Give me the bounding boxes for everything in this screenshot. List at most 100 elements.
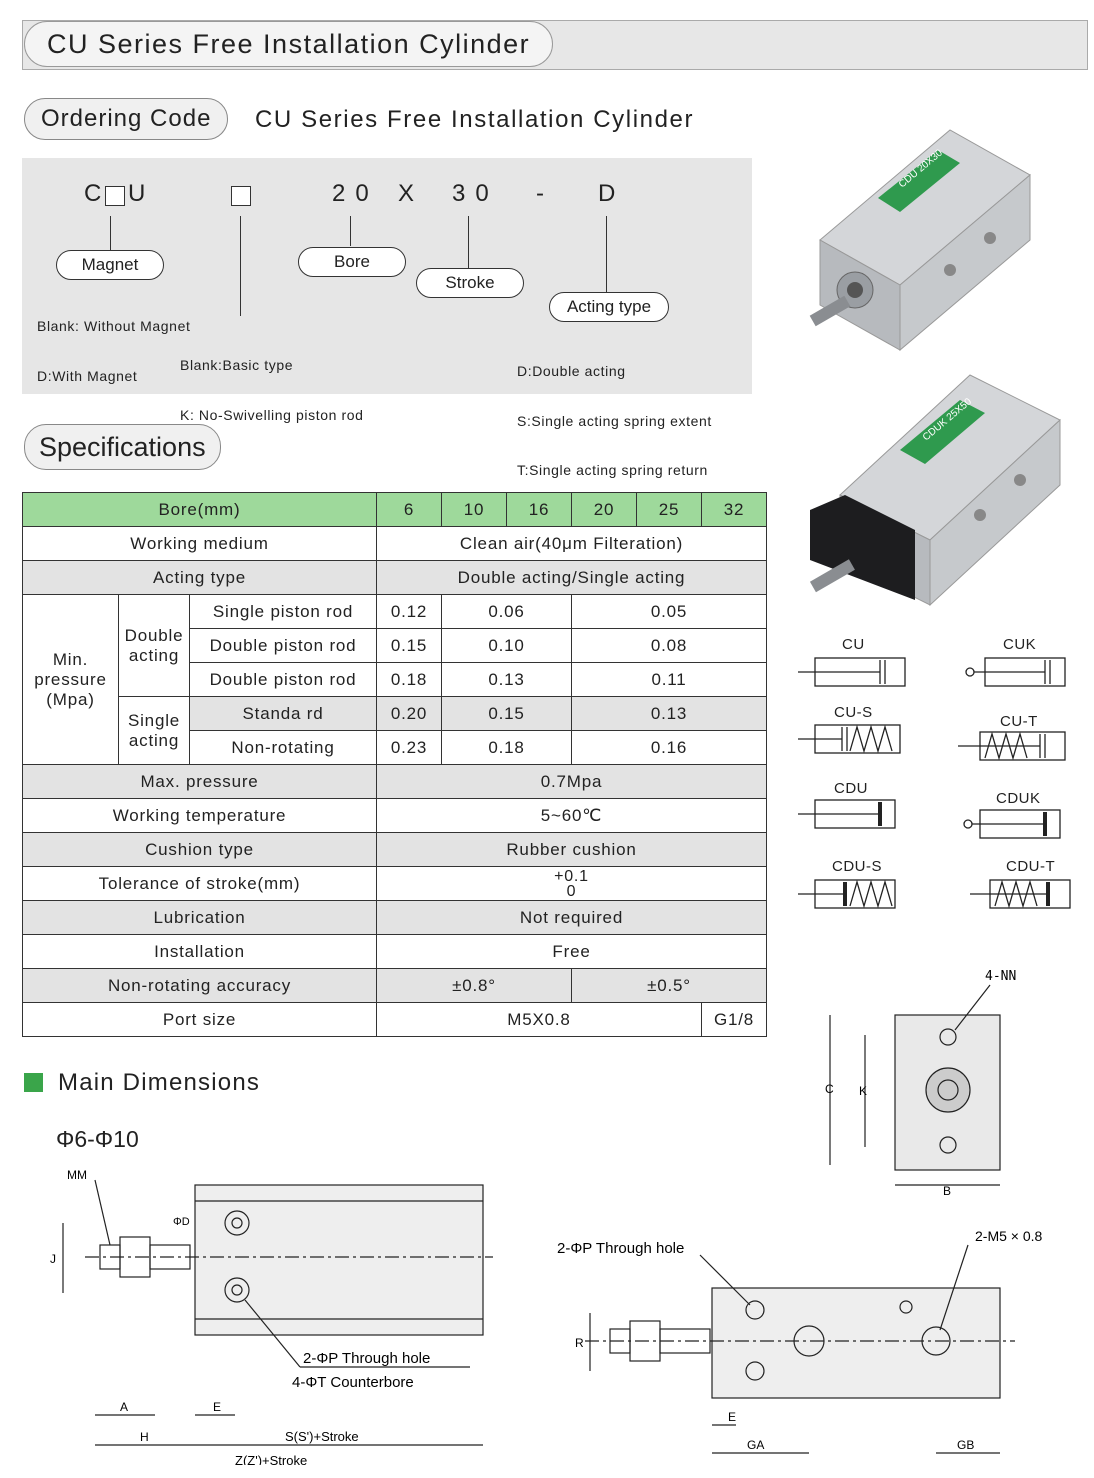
- pneumatic-symbols: [798, 657, 1071, 909]
- dim-through: 2-ΦP Through hole: [303, 1350, 430, 1367]
- row-label: Tolerance of stroke(mm): [22, 866, 377, 901]
- dim-mm: MM: [67, 1168, 87, 1182]
- row-value: Double acting/Single acting: [376, 560, 767, 595]
- sub-label: Non-rotating: [189, 730, 377, 765]
- symbol-label: CDUK: [996, 790, 1041, 807]
- cylinder-photo-cduk: CDUK 25X50: [809, 374, 1061, 607]
- dimensions-title: Main Dimensions: [58, 1069, 261, 1096]
- basic-note: K: No-Swivelling piston rod: [180, 406, 364, 423]
- page-title: CU Series Free Installation Cylinder: [24, 21, 554, 67]
- diameter-range: Φ6-Φ10: [56, 1126, 139, 1152]
- table-row: Installation Free: [22, 934, 767, 969]
- cell-value: 0.15: [441, 696, 572, 731]
- cell-value: 0.23: [376, 730, 442, 765]
- table-row: Bore(mm) 6 10 16 20 25 32: [22, 492, 767, 527]
- dim-through2: 2-ΦP Through hole: [557, 1240, 684, 1257]
- sub-label: Double piston rod: [189, 662, 377, 697]
- specifications-table: Bore(mm) 6 10 16 20 25 32 Working medium…: [22, 492, 767, 1037]
- single-acting-label: Single acting: [118, 696, 190, 765]
- dim-e2: E: [728, 1410, 736, 1424]
- code-stroke: 30: [452, 180, 499, 207]
- table-row: Min. pressure (Mpa) Double acting Single…: [22, 594, 767, 765]
- cylinder-photo-cdu: CDU 20X30: [809, 129, 1031, 352]
- bore-cell: 6: [376, 492, 442, 527]
- row-value: 0.7Mpa: [376, 764, 767, 799]
- code-dash: -: [536, 180, 547, 207]
- bore-cell: 25: [636, 492, 702, 527]
- dim-e: E: [213, 1400, 221, 1414]
- stroke-leader: [468, 216, 469, 268]
- row-label: Port size: [22, 1002, 377, 1037]
- cell-value: 0.18: [376, 662, 442, 697]
- code-bore: 20: [332, 180, 379, 207]
- dim-b: B: [943, 1184, 951, 1198]
- tolerance-lower: 0: [566, 882, 577, 900]
- cell-value: 0.05: [571, 594, 767, 629]
- acting-notes: D:Double acting S:Single acting spring e…: [517, 330, 712, 512]
- bore-header: Bore(mm): [22, 492, 377, 527]
- symbol-label: CDU-T: [1006, 858, 1056, 875]
- magnet-leader: [110, 216, 111, 250]
- cell-value: 0.18: [441, 730, 572, 765]
- dim-m5: 2-M5 × 0.8: [975, 1228, 1043, 1244]
- end-view-drawing: 4-NN C K B: [825, 969, 1016, 1198]
- stroke-label: Stroke: [416, 268, 524, 298]
- row-value: Free: [376, 934, 767, 969]
- symbol-label: CU: [842, 636, 865, 653]
- table-row: Working medium Clean air(40μm Filteratio…: [22, 526, 767, 561]
- row-label: Acting type: [22, 560, 377, 595]
- dim-k: K: [859, 1084, 867, 1098]
- row-label: Max. pressure: [22, 764, 377, 799]
- cell-value: 0.15: [376, 628, 442, 663]
- tolerance-upper: +0.1: [554, 867, 589, 885]
- row-label: Cushion type: [22, 832, 377, 867]
- dim-counterbore: 4-ΦT Counterbore: [292, 1374, 414, 1391]
- acting-note: T:Single acting spring return: [517, 462, 708, 478]
- row-value: 5~60℃: [376, 798, 767, 833]
- table-row: Double piston rod 0.15 0.10 0.08: [23, 628, 767, 663]
- bottom-view-drawing: 2-ΦP Through hole 2-M5 × 0.8 R E GA GB: [557, 1228, 1043, 1454]
- dim-a: A: [120, 1400, 128, 1414]
- dim-gb: GB: [957, 1438, 974, 1452]
- magnet-notes: Blank: Without Magnet D:With Magnet: [37, 285, 190, 417]
- table-row: Non-rotating 0.23 0.18 0.16: [23, 730, 767, 765]
- bore-cell: 16: [506, 492, 572, 527]
- acting-label: Acting type: [549, 292, 669, 322]
- symbol-label: CU-S: [834, 704, 873, 721]
- row-label: Non-rotating accuracy: [22, 968, 377, 1003]
- symbol-label: CU-T: [1000, 713, 1038, 730]
- sub-label: Standa rd: [189, 696, 377, 731]
- table-row: Acting type Double acting/Single acting: [22, 560, 767, 595]
- acting-leader: [606, 216, 607, 292]
- symbol-label: CDU-S: [832, 858, 882, 875]
- cell-value: 0.11: [571, 662, 767, 697]
- section-bullet: [24, 1073, 43, 1092]
- dim-ga: GA: [747, 1438, 764, 1452]
- cell-value: 0.06: [441, 594, 572, 629]
- dim-j: J: [50, 1252, 56, 1266]
- table-row: Lubrication Not required: [22, 900, 767, 935]
- bore-cell: 32: [701, 492, 767, 527]
- row-value: Rubber cushion: [376, 832, 767, 867]
- cell-value: 0.20: [376, 696, 442, 731]
- side-view-drawing: MM J ΦD A E H S(S')+Stroke Z(Z')+Stroke …: [50, 1168, 493, 1465]
- dim-c: C: [825, 1082, 834, 1096]
- type-leader: [240, 216, 241, 316]
- row-label: Installation: [22, 934, 377, 969]
- row-label: Lubrication: [22, 900, 377, 935]
- acting-note: S:Single acting spring extent: [517, 412, 712, 429]
- tolerance-value: +0.1 0: [376, 866, 767, 901]
- dim-nn: 4-NN: [985, 969, 1016, 984]
- dim-s: S(S')+Stroke: [285, 1429, 359, 1444]
- dim-d: ΦD: [173, 1216, 190, 1228]
- row-value: M5X0.8: [376, 1002, 702, 1037]
- dim-h: H: [140, 1430, 149, 1444]
- sub-label: Double piston rod: [189, 628, 377, 663]
- ordering-title: CU Series Free Installation Cylinder: [255, 106, 695, 133]
- row-label: Working temperature: [22, 798, 377, 833]
- table-row: Single acting Standa rd 0.20 0.15 0.13: [23, 696, 767, 765]
- symbol-label: CUK: [1003, 636, 1037, 653]
- row-value: ±0.8°: [376, 968, 572, 1003]
- bore-cell: 20: [571, 492, 637, 527]
- code-x: X: [398, 180, 418, 207]
